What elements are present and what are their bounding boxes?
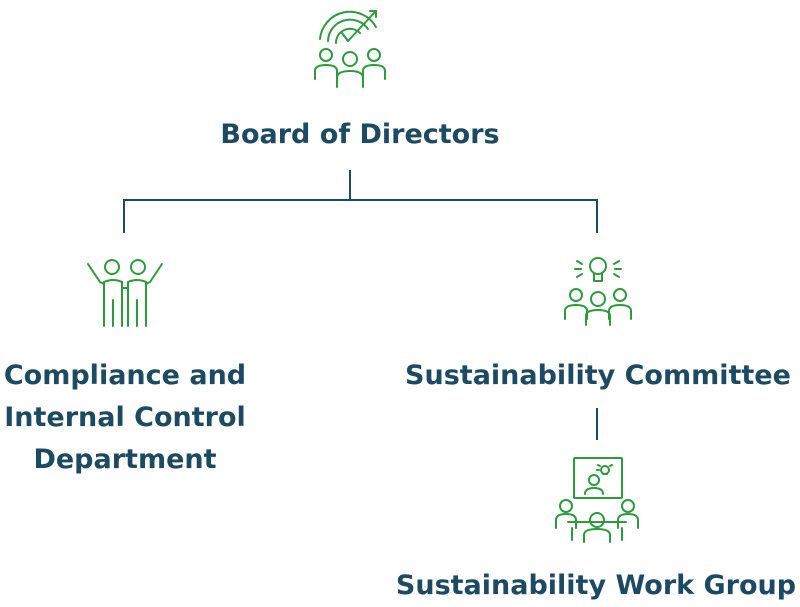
celebrating-partners-icon	[86, 258, 164, 330]
target-team-icon	[312, 5, 388, 89]
sustainability-work-group-label: Sustainability Work Group	[395, 570, 797, 601]
idea-team-icon	[563, 255, 633, 327]
compliance-department-label: Compliance and Internal Control Departme…	[0, 355, 250, 481]
compliance-label-line-2: Internal Control	[4, 402, 246, 433]
compliance-label-line-1: Compliance and	[3, 360, 247, 391]
compliance-label-line-3: Department	[33, 444, 217, 475]
sustainability-committee-label: Sustainability Committee	[405, 360, 791, 391]
video-meeting-icon	[554, 456, 640, 544]
board-of-directors-label: Board of Directors	[220, 119, 500, 150]
